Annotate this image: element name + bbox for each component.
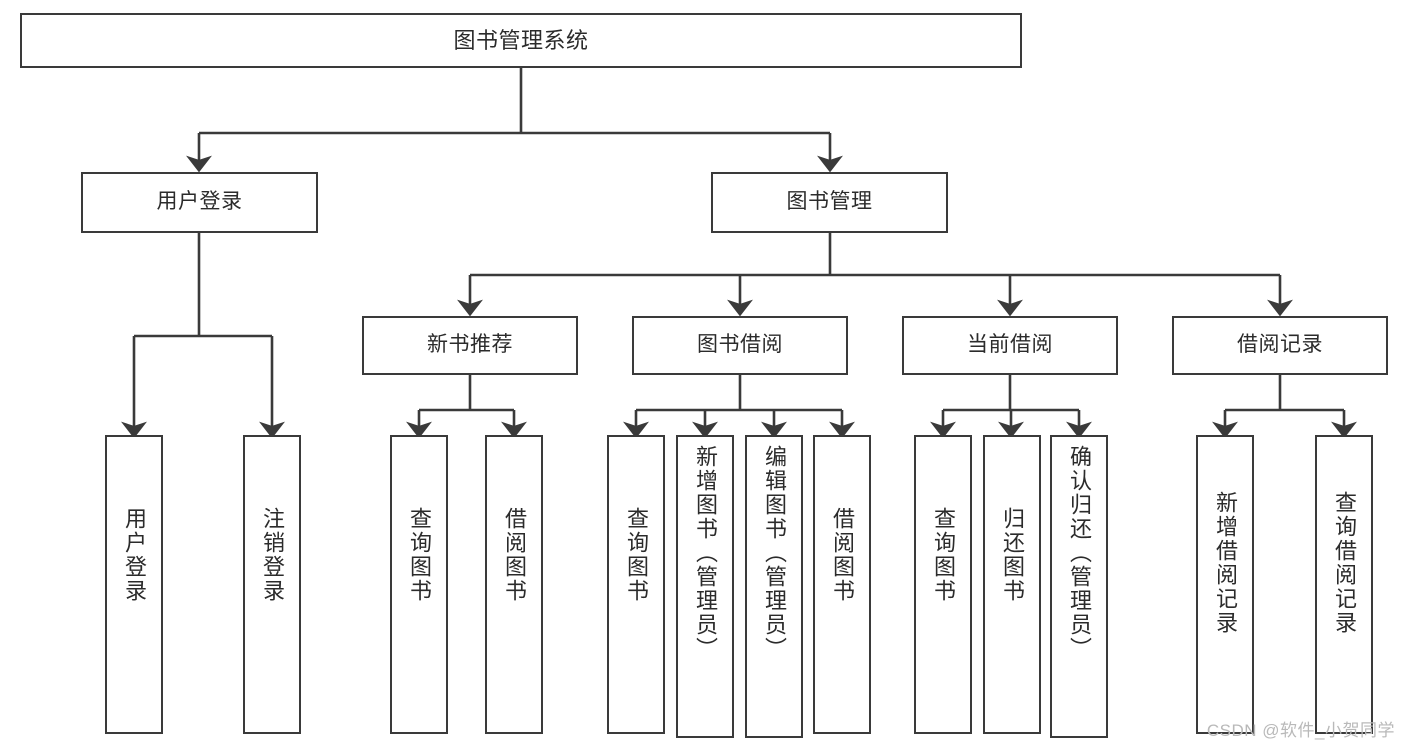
node-label: 图书借阅 (697, 333, 783, 357)
leaf-confirm-return-admin[interactable]: 确认归还（管理员） (1050, 435, 1108, 738)
leaf-borrow-book-recommend[interactable]: 借阅图书 (485, 435, 543, 734)
node-label: 查询图书 (624, 507, 649, 603)
node-label: 借阅图书 (830, 507, 855, 603)
node-book-borrow[interactable]: 图书借阅 (632, 316, 848, 375)
node-label: 查询图书 (931, 507, 956, 603)
node-label: 用户登录 (122, 507, 147, 603)
node-label: 借阅记录 (1237, 333, 1323, 357)
node-label: 图书管理 (786, 190, 873, 214)
leaf-add-book-admin[interactable]: 新增图书（管理员） (676, 435, 734, 738)
leaf-query-book-recommend[interactable]: 查询图书 (390, 435, 448, 734)
node-label: 当前借阅 (967, 333, 1053, 357)
node-label: 查询借阅记录 (1332, 491, 1357, 635)
node-user-login[interactable]: 用户登录 (81, 172, 318, 233)
watermark: CSDN @软件_小贺同学 (1206, 721, 1395, 740)
node-label: 新书推荐 (427, 333, 513, 357)
node-label: 注销登录 (260, 507, 285, 603)
node-label: 用户登录 (156, 190, 243, 214)
leaf-query-book-current[interactable]: 查询图书 (914, 435, 972, 734)
leaf-logout[interactable]: 注销登录 (243, 435, 301, 734)
node-label: 新增借阅记录 (1213, 491, 1238, 635)
node-label: 编辑图书（管理员） (762, 445, 787, 661)
node-label: 借阅图书 (502, 507, 527, 603)
node-borrow-record[interactable]: 借阅记录 (1172, 316, 1388, 375)
node-label: 新增图书（管理员） (693, 445, 718, 661)
leaf-user-login[interactable]: 用户登录 (105, 435, 163, 734)
node-current-borrow[interactable]: 当前借阅 (902, 316, 1118, 375)
leaf-return-book[interactable]: 归还图书 (983, 435, 1041, 734)
node-label: 确认归还（管理员） (1067, 445, 1092, 661)
node-new-book-recommend[interactable]: 新书推荐 (362, 316, 578, 375)
node-label: 归还图书 (1000, 507, 1025, 603)
leaf-add-borrow-record[interactable]: 新增借阅记录 (1196, 435, 1254, 734)
leaf-borrow-book[interactable]: 借阅图书 (813, 435, 871, 734)
leaf-query-book-borrow[interactable]: 查询图书 (607, 435, 665, 734)
node-book-management[interactable]: 图书管理 (711, 172, 948, 233)
leaf-query-borrow-record[interactable]: 查询借阅记录 (1315, 435, 1373, 734)
node-label: 查询图书 (407, 507, 432, 603)
leaf-edit-book-admin[interactable]: 编辑图书（管理员） (745, 435, 803, 738)
node-label: 图书管理系统 (453, 27, 589, 53)
node-root-system[interactable]: 图书管理系统 (20, 13, 1022, 68)
